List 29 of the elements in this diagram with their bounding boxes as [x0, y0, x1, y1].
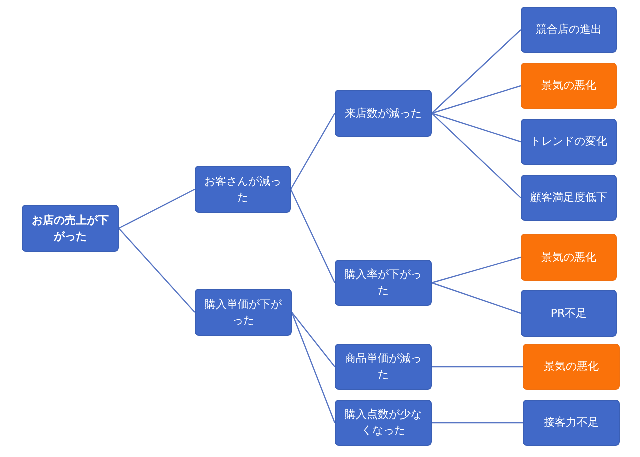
process-box: 購入率が下がった [335, 260, 432, 306]
process-box: 購入単価が下がった [195, 289, 292, 336]
process-box: 接客力不足 [523, 400, 620, 446]
process-box: 商品単価が減った [335, 344, 432, 390]
connector-line [432, 113, 522, 198]
process-box: お店の売上が下がった [22, 205, 119, 252]
process-box: 景気の悪化 [521, 63, 617, 109]
connector-line [118, 188, 196, 230]
connector-line [432, 256, 522, 284]
process-box: 購入点数が少なくなった [335, 400, 432, 446]
process-box: 顧客満足度低下 [521, 175, 617, 221]
process-box: 景気の悪化 [523, 344, 620, 390]
connector-line [432, 366, 523, 368]
connector-line [290, 189, 336, 284]
connector-line [432, 422, 523, 424]
process-box: トレンドの変化 [521, 119, 617, 165]
connector-line [118, 228, 196, 313]
process-box: 競合店の進出 [521, 7, 617, 53]
process-box: 景気の悪化 [521, 234, 617, 281]
connector-line [292, 312, 336, 368]
process-box: PR不足 [521, 290, 617, 337]
connector-line [432, 112, 522, 143]
connector-line [291, 312, 336, 424]
process-box: 来店数が減った [335, 90, 432, 137]
process-box: お客さんが減った [195, 166, 291, 213]
connector-line [432, 30, 522, 114]
connector-line [432, 282, 522, 314]
connector-line [432, 85, 522, 114]
connector-line [290, 113, 336, 190]
